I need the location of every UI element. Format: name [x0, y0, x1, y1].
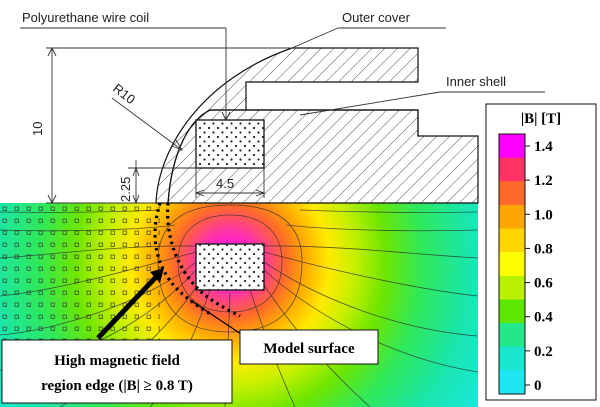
- model-cross-section: [155, 47, 479, 204]
- model-surface-leader: [189, 299, 245, 337]
- colorbar-swatch: [499, 181, 525, 206]
- colorbar-tick-label: 0.4: [534, 310, 553, 326]
- colorbar-tick-label: 1.2: [534, 173, 553, 189]
- model-surface-callout: Model surface: [239, 329, 379, 365]
- colorbar-ticks: 1.4 1.2 1.0 0.8 0.6 0.4 0.2 0: [525, 139, 553, 394]
- colorbar-swatch: [499, 370, 525, 395]
- colorbar-swatch: [499, 299, 525, 324]
- model-surface-label: Model surface: [263, 341, 355, 357]
- colorbar-swatch: [499, 228, 525, 253]
- dimension-4-5-label: 4.5: [216, 176, 234, 191]
- colorbar-tick-label: 0: [534, 378, 542, 394]
- colorbar-swatch: [499, 346, 525, 371]
- colorbar-scale: [498, 133, 526, 395]
- edge-label-line1: High magnetic field: [54, 353, 180, 369]
- edge-arrow: [96, 273, 160, 340]
- leader-lines: [20, 27, 545, 122]
- colorbar-swatch: [499, 275, 525, 300]
- colorbar-swatch: [499, 252, 525, 277]
- edge-label-line2: region edge (|B| ≥ 0.8 T): [41, 378, 193, 394]
- dimension-lines: [46, 46, 292, 205]
- high-field-callout: High magnetic field region edge (|B| ≥ 0…: [1, 339, 233, 404]
- colorbar-tick-label: 0.8: [534, 241, 553, 257]
- colorbar-title: |B| [T]: [521, 111, 561, 127]
- colorbar-swatch: [499, 323, 525, 348]
- colorbar-frame: [498, 133, 526, 395]
- outer-cover-label: Outer cover: [342, 10, 411, 25]
- colorbar-tick-label: 0.2: [534, 344, 553, 360]
- dimension-2-25-label: 2.25: [118, 177, 133, 202]
- model-surface-line: [166, 202, 241, 318]
- colorbar-swatch: [499, 134, 525, 159]
- colorbar-tick-label: 1.0: [534, 207, 553, 223]
- colorbar-tick-label: 0.6: [534, 276, 553, 292]
- coil-label: Polyurethane wire coil: [22, 10, 149, 25]
- inner-shell-label: Inner shell: [446, 74, 506, 89]
- colorbar-swatch: [499, 204, 525, 230]
- dimension-10-label: 10: [30, 122, 45, 136]
- colorbar: |B| [T] 1.4 1.2 1.0 0.8 0.6 0.4 0.2 0: [485, 103, 597, 401]
- radius-label: R10: [110, 81, 138, 108]
- colorbar-swatch: [499, 157, 525, 182]
- colorbar-tick-label: 1.4: [534, 139, 553, 155]
